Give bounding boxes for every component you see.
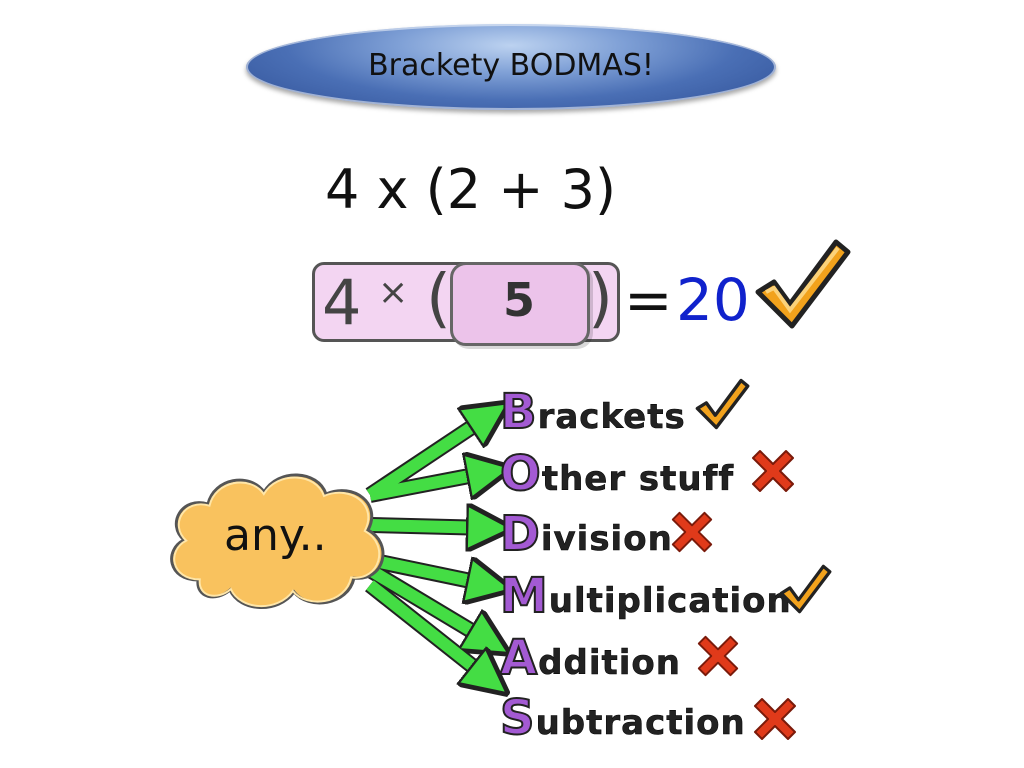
- cross-icon: [752, 450, 794, 492]
- bodmas-rest: ivision: [540, 519, 673, 560]
- bodmas-cap: A: [499, 629, 539, 687]
- answer: 20: [676, 266, 750, 334]
- equals-sign: =: [624, 266, 673, 334]
- cross-icon: [671, 511, 713, 553]
- cross-icon: [697, 635, 739, 677]
- bodmas-cap: M: [499, 567, 549, 625]
- worked-close-bracket: ): [588, 262, 613, 336]
- worked-open-bracket: (: [426, 262, 451, 336]
- title-banner: Brackety BODMAS!: [246, 24, 776, 110]
- worked-four: 4: [322, 266, 362, 339]
- worked-times: ×: [378, 272, 409, 313]
- bodmas-multiplication: Multiplication: [499, 567, 792, 625]
- bodmas-cap: O: [499, 445, 542, 503]
- bodmas-rest: ddition: [538, 643, 681, 684]
- bodmas-brackets: Brackets: [499, 383, 686, 441]
- bodmas-arrows: [365, 380, 510, 700]
- expression: 4 x (2 + 3): [325, 158, 617, 221]
- bodmas-cap: S: [499, 689, 536, 747]
- bodmas-rest: ther stuff: [541, 459, 735, 500]
- bodmas-division: Division: [499, 505, 673, 563]
- bodmas-rest: ultiplication: [548, 581, 792, 622]
- bracket-result-box: 5: [450, 262, 590, 346]
- bodmas-cap: D: [499, 505, 541, 563]
- tick-icon: [695, 378, 750, 430]
- bodmas-rest: rackets: [537, 397, 686, 438]
- cloud-shape: [170, 473, 385, 609]
- bodmas-addition: Addition: [499, 629, 681, 687]
- bodmas-cap: B: [499, 383, 538, 441]
- bodmas-other: Other stuff: [499, 445, 735, 503]
- cross-icon: [754, 698, 796, 740]
- bodmas-rest: ubtraction: [535, 703, 746, 744]
- bodmas-subtraction: Subtraction: [499, 689, 746, 747]
- tick-icon: [779, 564, 832, 614]
- cloud-text: any..: [224, 510, 327, 561]
- big-tick-icon: [755, 239, 851, 329]
- bracket-result: 5: [503, 273, 536, 327]
- title-text: Brackety BODMAS!: [368, 48, 654, 83]
